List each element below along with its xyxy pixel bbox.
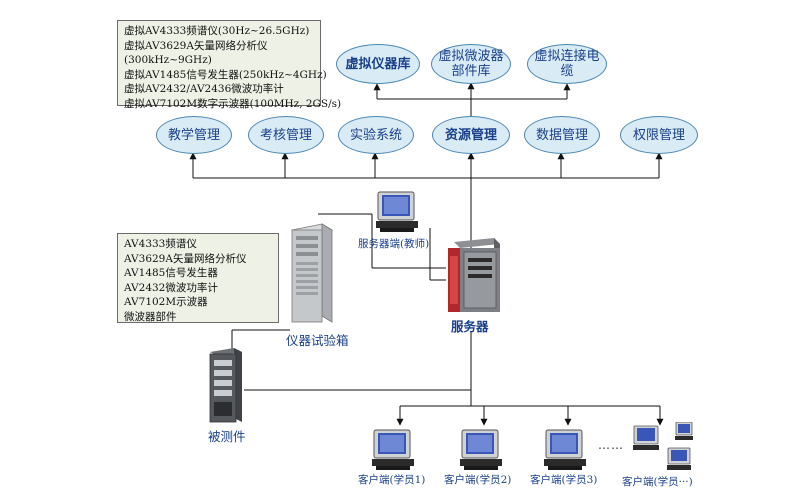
client3-label: 客户端(学员3) xyxy=(530,474,598,486)
instrument-line: AV4333频谱仪 xyxy=(124,238,197,250)
virtual-line: 虚拟AV2432/AV2436微波功率计 xyxy=(124,83,284,95)
virtual-microwave-component-library: 虚拟微波器部件库 xyxy=(431,44,511,84)
virtual-line: 虚拟AV3629A矢量网络分析仪 xyxy=(124,39,268,52)
permission-management: 权限管理 xyxy=(620,116,698,154)
data-management: 数据管理 xyxy=(524,116,600,154)
resource-management: 资源管理 xyxy=(432,116,510,154)
instrument-line: AV3629A矢量网络分析仪 xyxy=(124,252,247,265)
client1-computer xyxy=(372,429,414,470)
dut-device-icon xyxy=(209,348,242,423)
client1-label: 客户端(学员1) xyxy=(358,474,426,486)
virtual-line: 虚拟AV1485信号发生器(250kHz~4GHz) xyxy=(124,68,327,81)
instrument-test-box-icon xyxy=(290,223,334,323)
server-label: 服务器 xyxy=(451,319,489,334)
virtual-instrument-panel: 虚拟AV4333频谱仪(30Hz~26.5GHz) 虚拟AV3629A矢量网络分… xyxy=(117,20,341,110)
client2-label: 客户端(学员2) xyxy=(444,474,512,486)
virtual-cable-library: 虚拟连接电缆 xyxy=(527,44,607,84)
instrument-line: 微波器部件 xyxy=(124,310,177,323)
client4-label: 客户端(学员···) xyxy=(622,476,693,488)
client2-computer xyxy=(460,429,502,470)
instrument-line: AV1485信号发生器 xyxy=(124,267,218,279)
server-rack-icon xyxy=(448,238,500,312)
exam-management: 考核管理 xyxy=(248,116,324,154)
virtual-instrument-library: 虚拟仪器库 xyxy=(336,44,420,84)
virtual-line: (300kHz~9GHz) xyxy=(124,54,212,66)
test-box-label: 仪器试验箱 xyxy=(286,333,349,348)
physical-instrument-panel: AV4333频谱仪 AV3629A矢量网络分析仪 AV1485信号发生器 AV2… xyxy=(117,233,279,323)
more-clients-ellipsis: …… xyxy=(598,438,624,452)
client-group-computers xyxy=(633,422,693,470)
teaching-management: 教学管理 xyxy=(156,116,232,154)
instrument-line: AV2432微波功率计 xyxy=(124,281,218,294)
teacher-terminal-computer xyxy=(376,191,418,232)
teacher-terminal-label: 服务器端(教师) xyxy=(358,238,430,250)
experiment-system: 实验系统 xyxy=(338,116,414,154)
virtual-line: 虚拟AV4333频谱仪(30Hz~26.5GHz) xyxy=(124,25,310,37)
client3-computer xyxy=(544,429,586,470)
instrument-line: AV7102M示波器 xyxy=(124,296,208,308)
dut-label: 被测件 xyxy=(208,429,246,444)
virtual-line: 虚拟AV7102M数字示波器(100MHz, 2GS/s) xyxy=(124,97,342,110)
